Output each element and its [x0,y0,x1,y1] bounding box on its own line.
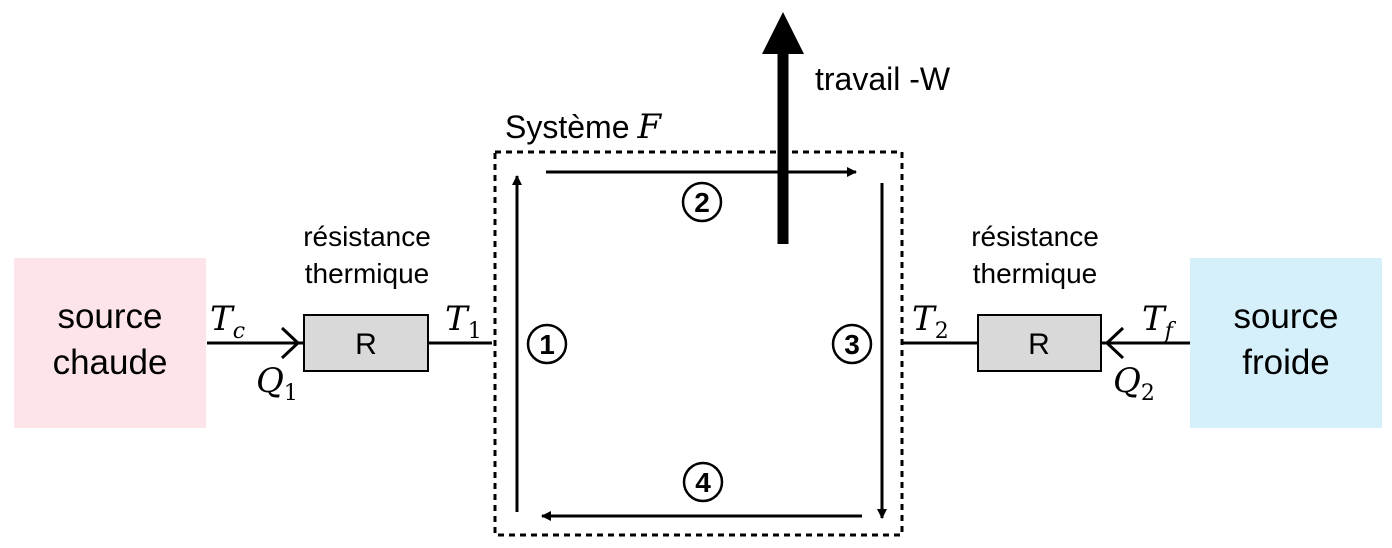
step-4-number: 4 [695,467,711,498]
step-4-marker: 4 [682,461,724,503]
q1-arrowhead [280,326,301,360]
temperature-tc: Tc [210,299,245,344]
work-label: travail -W [815,61,951,97]
temperature-t2: T2 [912,299,949,344]
left-resistor-box [303,314,429,372]
step-1-number: 1 [539,329,555,360]
step-3-marker: 3 [831,323,873,365]
cold-source-label-line1: source [1233,297,1338,336]
temperature-tf: Tf [1142,299,1177,344]
q2-arrowhead [1104,326,1125,360]
right-resistance-caption-line1: résistance [971,221,1099,252]
step-3-number: 3 [844,329,860,360]
work-arrow-head [762,12,804,54]
left-resistor-label: R [355,328,377,361]
temperature-t1: T1 [445,299,482,344]
cold-source-box [1190,258,1382,428]
step-2-marker: 2 [681,181,723,223]
left-resistance-caption-line2: thermique [305,258,430,289]
left-resistance-caption-line1: résistance [303,221,431,252]
step-2-number: 2 [694,187,710,218]
hot-source-box [14,258,206,428]
step-1-marker: 1 [526,323,568,365]
hot-source-label-line2: chaude [53,343,168,382]
heat-q1: Q1 [256,361,298,406]
right-resistor-box [977,314,1102,372]
hot-source-label-line1: source [57,297,162,336]
cold-source-label-line2: froide [1242,343,1330,382]
right-resistance-caption-line2: thermique [973,258,1098,289]
system-boundary [493,150,904,537]
right-resistor-label: R [1028,328,1050,361]
heat-q2: Q2 [1113,361,1155,406]
